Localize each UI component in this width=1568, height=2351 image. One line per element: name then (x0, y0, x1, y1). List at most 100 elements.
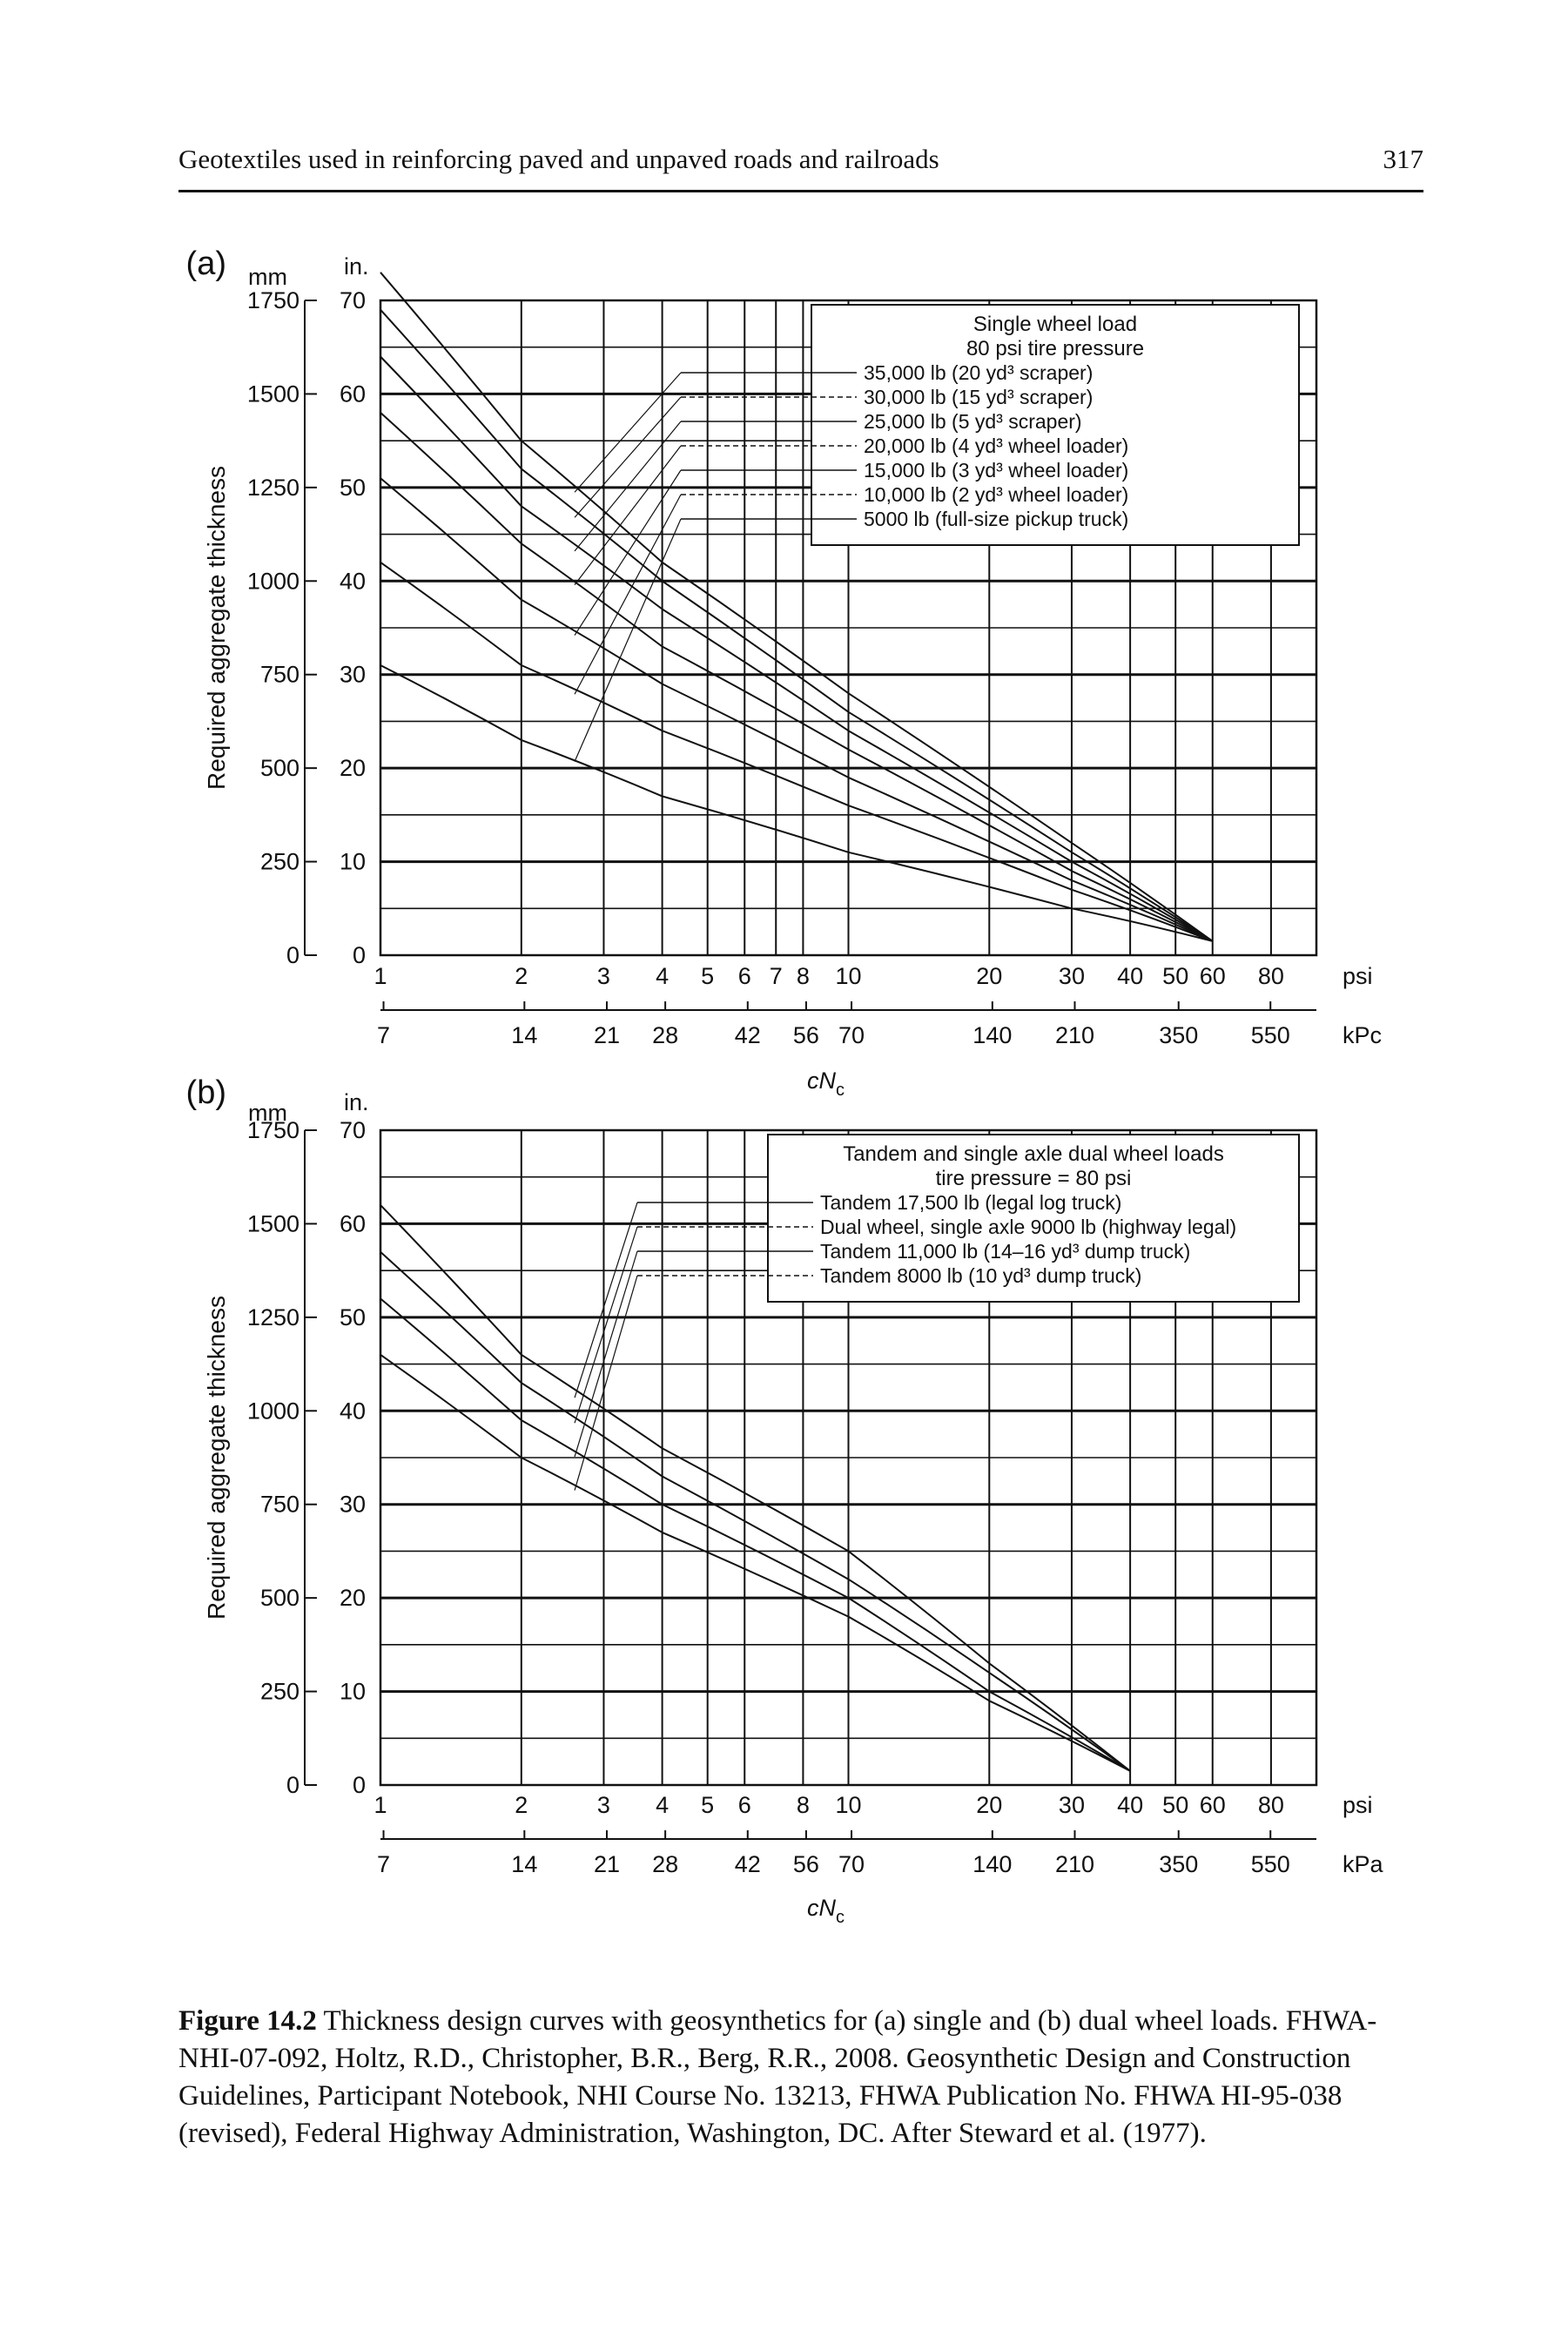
y-tick-label-in: 20 (340, 755, 366, 781)
x-axis-title-subscript: c (836, 1908, 845, 1927)
y-tick-label-in: 60 (340, 381, 366, 407)
legend-box (811, 304, 1300, 546)
y-tick-label-mm: 250 (260, 1679, 299, 1705)
y-tick-label-mm: 1750 (247, 287, 299, 313)
caption-label: Figure 14.2 (178, 2005, 317, 2037)
x-tick-label-kpa: 28 (652, 1022, 678, 1048)
y-tick-label-in: 70 (340, 287, 366, 313)
x-tick-label-psi: 8 (797, 1792, 810, 1818)
y-unit-mm: mm (248, 1100, 287, 1126)
x-tick-label-psi: 4 (656, 963, 669, 989)
caption-text: Thickness design curves with geosyntheti… (178, 2005, 1377, 2149)
x-tick-label-kpa: 14 (511, 1022, 537, 1048)
legend-pointer (574, 1250, 638, 1458)
y-tick-label-mm: 250 (260, 849, 299, 875)
y-tick-label-mm: 0 (286, 1772, 299, 1798)
x-axis-title-subscript: c (836, 1081, 845, 1100)
y-tick-label-in: 10 (340, 1679, 366, 1705)
legend-entry: 20,000 lb (4 yd³ wheel loader) (864, 434, 1128, 457)
legend-pointer (574, 421, 682, 552)
series-curve (380, 1297, 1131, 1772)
y-tick-label-in: 60 (340, 1210, 366, 1236)
y-tick-label-mm: 1500 (247, 381, 299, 407)
legend-entry: Tandem 8000 lb (10 yd³ dump truck) (820, 1264, 1141, 1287)
y-tick-label-in: 20 (340, 1585, 366, 1611)
x-tick-label-kpa: 210 (1055, 1022, 1094, 1048)
legend-title: tire pressure = 80 psi (936, 1167, 1132, 1190)
chart-panel-b: 7017506015005012504010003075020500102500… (186, 1074, 1384, 1927)
x-tick-label-kpa: 210 (1055, 1851, 1094, 1877)
x-tick-label-psi: 1 (373, 963, 387, 989)
x-tick-label-kpa: 70 (838, 1851, 865, 1877)
x-tick-label-psi: 20 (976, 963, 1002, 989)
panel-label: (b) (186, 1074, 226, 1111)
x-unit-kpa: kPc (1343, 1022, 1382, 1048)
x-unit-psi: psi (1343, 963, 1373, 989)
series-curve (380, 309, 1214, 942)
x-tick-label-kpa: 140 (972, 1022, 1012, 1048)
x-tick-label-kpa: 350 (1159, 1022, 1198, 1048)
y-tick-label-mm: 500 (260, 1585, 299, 1611)
x-tick-label-psi: 4 (656, 1792, 669, 1818)
x-tick-label-psi: 60 (1200, 963, 1226, 989)
x-tick-label-psi: 30 (1059, 1792, 1085, 1818)
y-tick-label-mm: 750 (260, 662, 299, 688)
x-tick-label-psi: 5 (701, 963, 714, 989)
x-tick-label-kpa: 70 (838, 1022, 865, 1048)
x-tick-label-kpa: 56 (793, 1022, 819, 1048)
legend-pointer (574, 518, 682, 762)
legend-entry: Tandem 11,000 lb (14–16 yd³ dump truck) (820, 1240, 1190, 1263)
y-unit-mm: mm (248, 264, 287, 290)
legend-pointer (574, 1275, 638, 1491)
x-tick-label-kpa: 140 (972, 1851, 1012, 1877)
x-unit-psi: psi (1343, 1792, 1373, 1818)
x-tick-label-kpa: 56 (793, 1851, 819, 1877)
header-rule (178, 190, 1423, 192)
x-tick-label-psi: 10 (835, 1792, 861, 1818)
legend-title: Tandem and single axle dual wheel loads (843, 1142, 1224, 1166)
legend-entry: 15,000 lb (3 yd³ wheel loader) (864, 459, 1128, 482)
y-tick-label-mm: 0 (286, 942, 299, 968)
legend-box (767, 1134, 1300, 1303)
page-number: 317 (1383, 144, 1424, 174)
y-tick-label-mm: 1250 (247, 1304, 299, 1330)
x-tick-label-kpa: 350 (1159, 1851, 1198, 1877)
y-tick-label-mm: 1000 (247, 1398, 299, 1424)
y-unit-in: in. (344, 1089, 369, 1115)
legend-pointer (574, 469, 682, 636)
legend-pointer (574, 372, 682, 493)
x-tick-label-kpa: 42 (735, 1851, 761, 1877)
x-tick-label-kpa: 28 (652, 1851, 678, 1877)
x-tick-label-psi: 80 (1258, 963, 1284, 989)
y-tick-label-mm: 1750 (247, 1117, 299, 1143)
series-curve (380, 1250, 1131, 1772)
x-unit-kpa: kPa (1343, 1851, 1384, 1877)
x-tick-label-psi: 6 (738, 1792, 751, 1818)
legend-title: 80 psi tire pressure (966, 337, 1144, 360)
x-tick-label-kpa: 21 (594, 1022, 620, 1048)
series-curve (380, 664, 1214, 942)
panel-label: (a) (186, 246, 226, 282)
y-tick-label-in: 70 (340, 1117, 366, 1143)
x-tick-label-psi: 20 (976, 1792, 1002, 1818)
y-axis-title: Required aggregate thickness (203, 1296, 230, 1620)
legend-entry: 10,000 lb (2 yd³ wheel loader) (864, 483, 1128, 506)
y-tick-label-in: 0 (353, 942, 366, 968)
y-tick-label-in: 40 (340, 1398, 366, 1424)
series-curve (380, 1204, 1131, 1772)
y-tick-label-in: 30 (340, 662, 366, 688)
y-tick-label-in: 50 (340, 475, 366, 501)
x-tick-label-kpa: 21 (594, 1851, 620, 1877)
series-curve (380, 561, 1214, 942)
x-tick-label-psi: 50 (1162, 1792, 1188, 1818)
x-tick-label-psi: 50 (1162, 963, 1188, 989)
x-tick-label-psi: 2 (515, 963, 528, 989)
x-tick-label-kpa: 7 (377, 1022, 390, 1048)
thickness-design-figure: 7017506015005012504010003075020500102500… (186, 246, 1384, 1927)
x-axis-title: cNc (807, 1895, 845, 1927)
running-title: Geotextiles used in reinforcing paved an… (178, 144, 939, 174)
y-tick-label-in: 10 (340, 849, 366, 875)
x-tick-label-kpa: 14 (511, 1851, 537, 1877)
x-tick-label-kpa: 550 (1251, 1022, 1290, 1048)
legend-pointer (574, 1202, 638, 1398)
